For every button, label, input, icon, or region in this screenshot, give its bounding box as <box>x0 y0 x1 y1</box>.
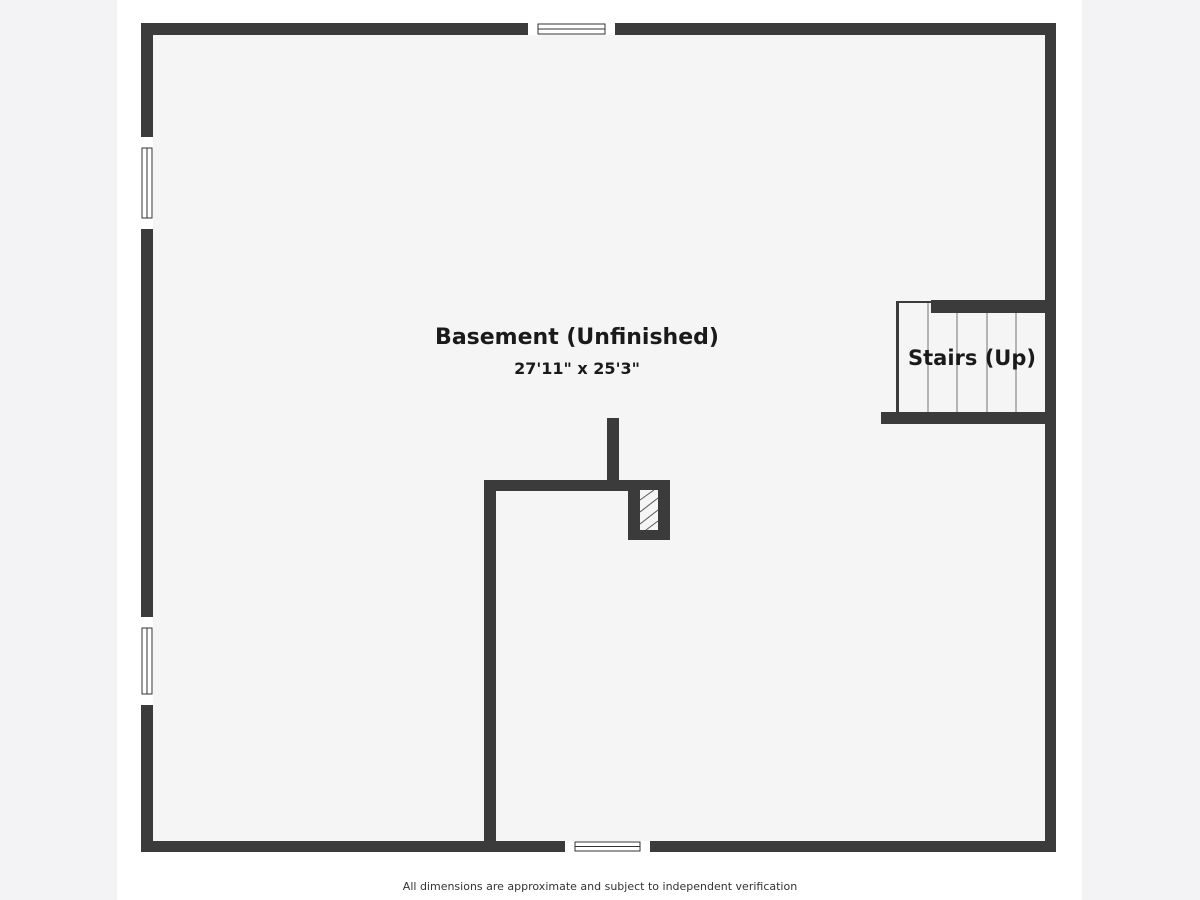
window-top <box>528 23 615 35</box>
floor-area <box>147 29 1051 847</box>
window-left-lower <box>141 617 153 705</box>
room-name-label: Basement (Unfinished) <box>435 325 719 350</box>
interior-wall-stub <box>607 418 619 484</box>
windows <box>141 23 650 852</box>
stairs-top-wall <box>931 300 1049 313</box>
window-left-upper <box>141 137 153 229</box>
stairs-label: Stairs (Up) <box>908 346 1036 370</box>
room-dimensions-label: 27'11" x 25'3" <box>514 359 640 378</box>
wall-right <box>1045 23 1056 852</box>
stairs-bottom-wall <box>881 412 1049 424</box>
interior-wall-vertical <box>484 480 496 845</box>
disclaimer-text: All dimensions are approximate and subje… <box>402 880 798 893</box>
chimney-flue <box>639 489 659 531</box>
interior-wall-horizontal <box>484 480 670 491</box>
stairs-treads <box>896 301 1017 413</box>
window-bottom <box>565 841 650 852</box>
